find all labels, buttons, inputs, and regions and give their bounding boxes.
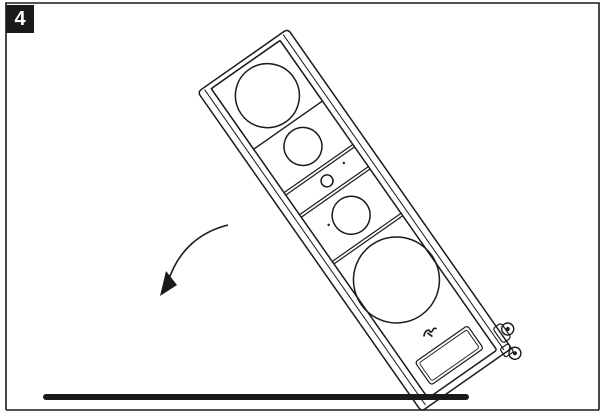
upper-midrange-driver: [283, 126, 323, 167]
top-woofer: [234, 62, 301, 129]
lower-midrange-driver: [331, 195, 371, 235]
caster-wheel-icon: [493, 322, 522, 360]
tweeter: [320, 174, 334, 188]
cabinet-outline: [198, 29, 511, 411]
speaker-cabinet: [198, 29, 522, 411]
brand-logo-icon: [423, 327, 437, 338]
curved-arrow-icon: [160, 224, 229, 296]
bass-driver: [352, 236, 441, 324]
step-number-badge: 4: [6, 5, 34, 33]
front-baffle: [211, 40, 497, 399]
top-woofer-panel: [210, 39, 324, 151]
bass-port: [415, 326, 483, 385]
